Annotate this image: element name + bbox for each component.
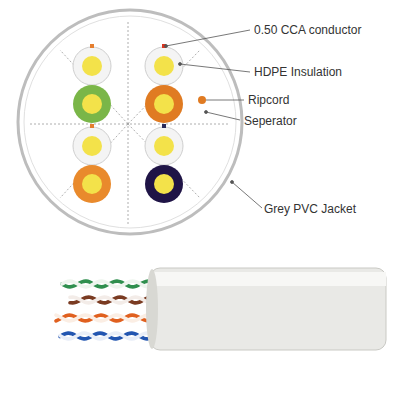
separator xyxy=(30,22,230,224)
pair-wire xyxy=(56,315,156,321)
pair-wire xyxy=(70,297,154,303)
cable-jacket xyxy=(150,268,386,350)
callout-label: HDPE Insulation xyxy=(254,65,342,79)
pair-wire xyxy=(56,315,156,321)
pair-wire xyxy=(60,333,156,339)
pair-wire xyxy=(62,281,154,287)
callout-label: Grey PVC Jacket xyxy=(264,202,356,216)
callout-label: Ripcord xyxy=(248,93,289,107)
pair-wire xyxy=(60,333,156,339)
twisted-pairs xyxy=(56,281,156,339)
jacket-inner xyxy=(24,16,236,228)
callout-label: Seperator xyxy=(244,114,297,128)
pair-wire xyxy=(70,297,154,303)
jacket-highlight xyxy=(150,272,386,286)
callout-label: 0.50 CCA conductor xyxy=(254,23,361,37)
jacket-end xyxy=(146,269,158,349)
pair-wire xyxy=(62,281,154,287)
insulated-conductors xyxy=(73,44,183,203)
pvc-jacket xyxy=(18,10,242,234)
ripcord xyxy=(198,96,206,104)
